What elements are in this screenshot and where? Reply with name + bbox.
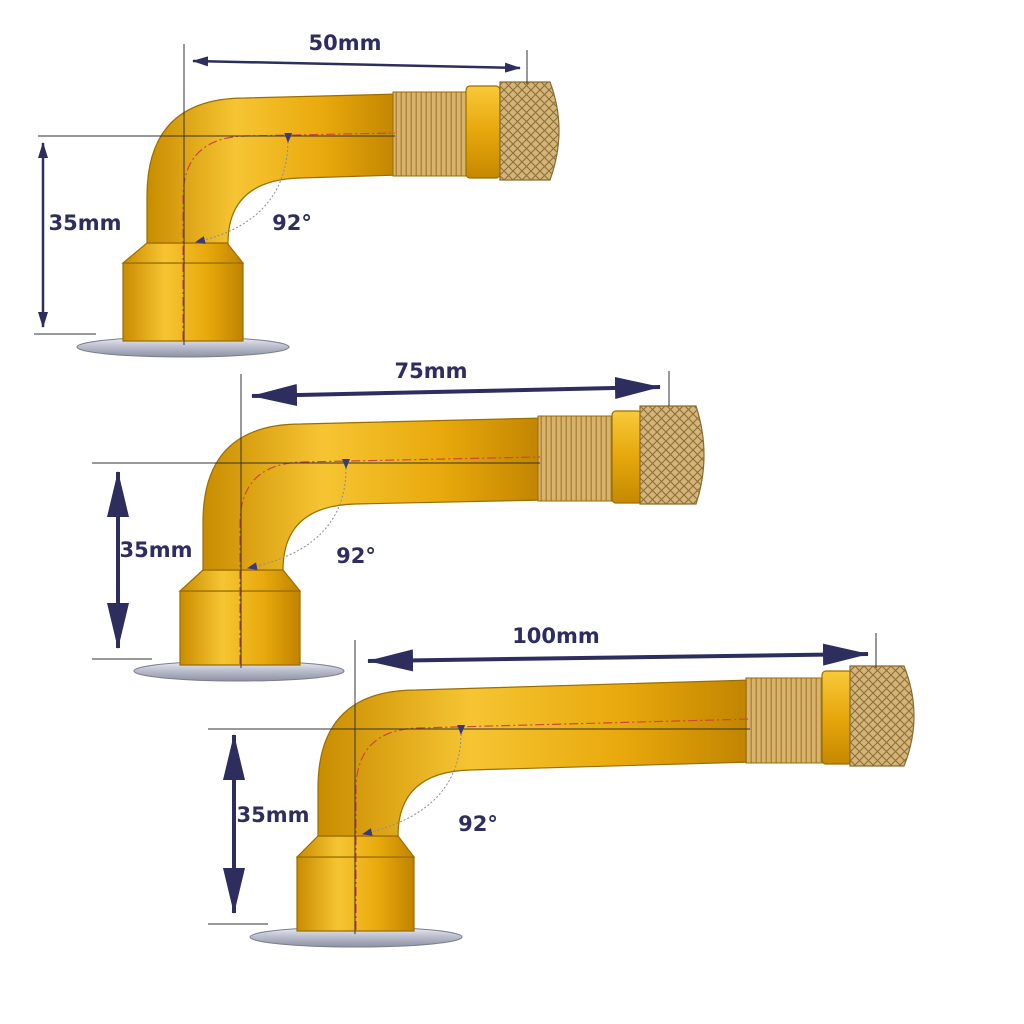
thread-section (537, 415, 615, 502)
length-dimension (192, 56, 521, 73)
length-dimension (251, 376, 661, 407)
valve-75mm: 75mm 35mm 92° (92, 359, 705, 682)
length-dimension (367, 643, 869, 672)
length-label: 75mm (395, 359, 468, 383)
height-label: 35mm (49, 211, 122, 235)
knurled-cap (639, 405, 705, 505)
height-label: 35mm (237, 803, 310, 827)
cap-body (611, 410, 643, 504)
thread-section (745, 677, 825, 764)
valve-stem (317, 679, 753, 837)
angle-arc (195, 132, 293, 244)
cap-body (821, 670, 853, 765)
angle-label: 92° (458, 812, 498, 836)
knurled-cap (499, 81, 560, 181)
cap-body (465, 85, 501, 179)
knurled-cap (849, 665, 915, 767)
angle-label: 92° (336, 544, 376, 568)
angle-arc (247, 458, 351, 571)
valve-50mm: 50mm 35mm 92° (34, 31, 560, 358)
height-label: 35mm (120, 538, 193, 562)
thread-section (392, 91, 469, 177)
valve-100mm: 100mm 35mm 92° (208, 624, 915, 948)
angle-label: 92° (272, 211, 312, 235)
length-label: 100mm (512, 624, 600, 648)
angle-arc (362, 724, 466, 836)
length-label: 50mm (309, 31, 382, 55)
